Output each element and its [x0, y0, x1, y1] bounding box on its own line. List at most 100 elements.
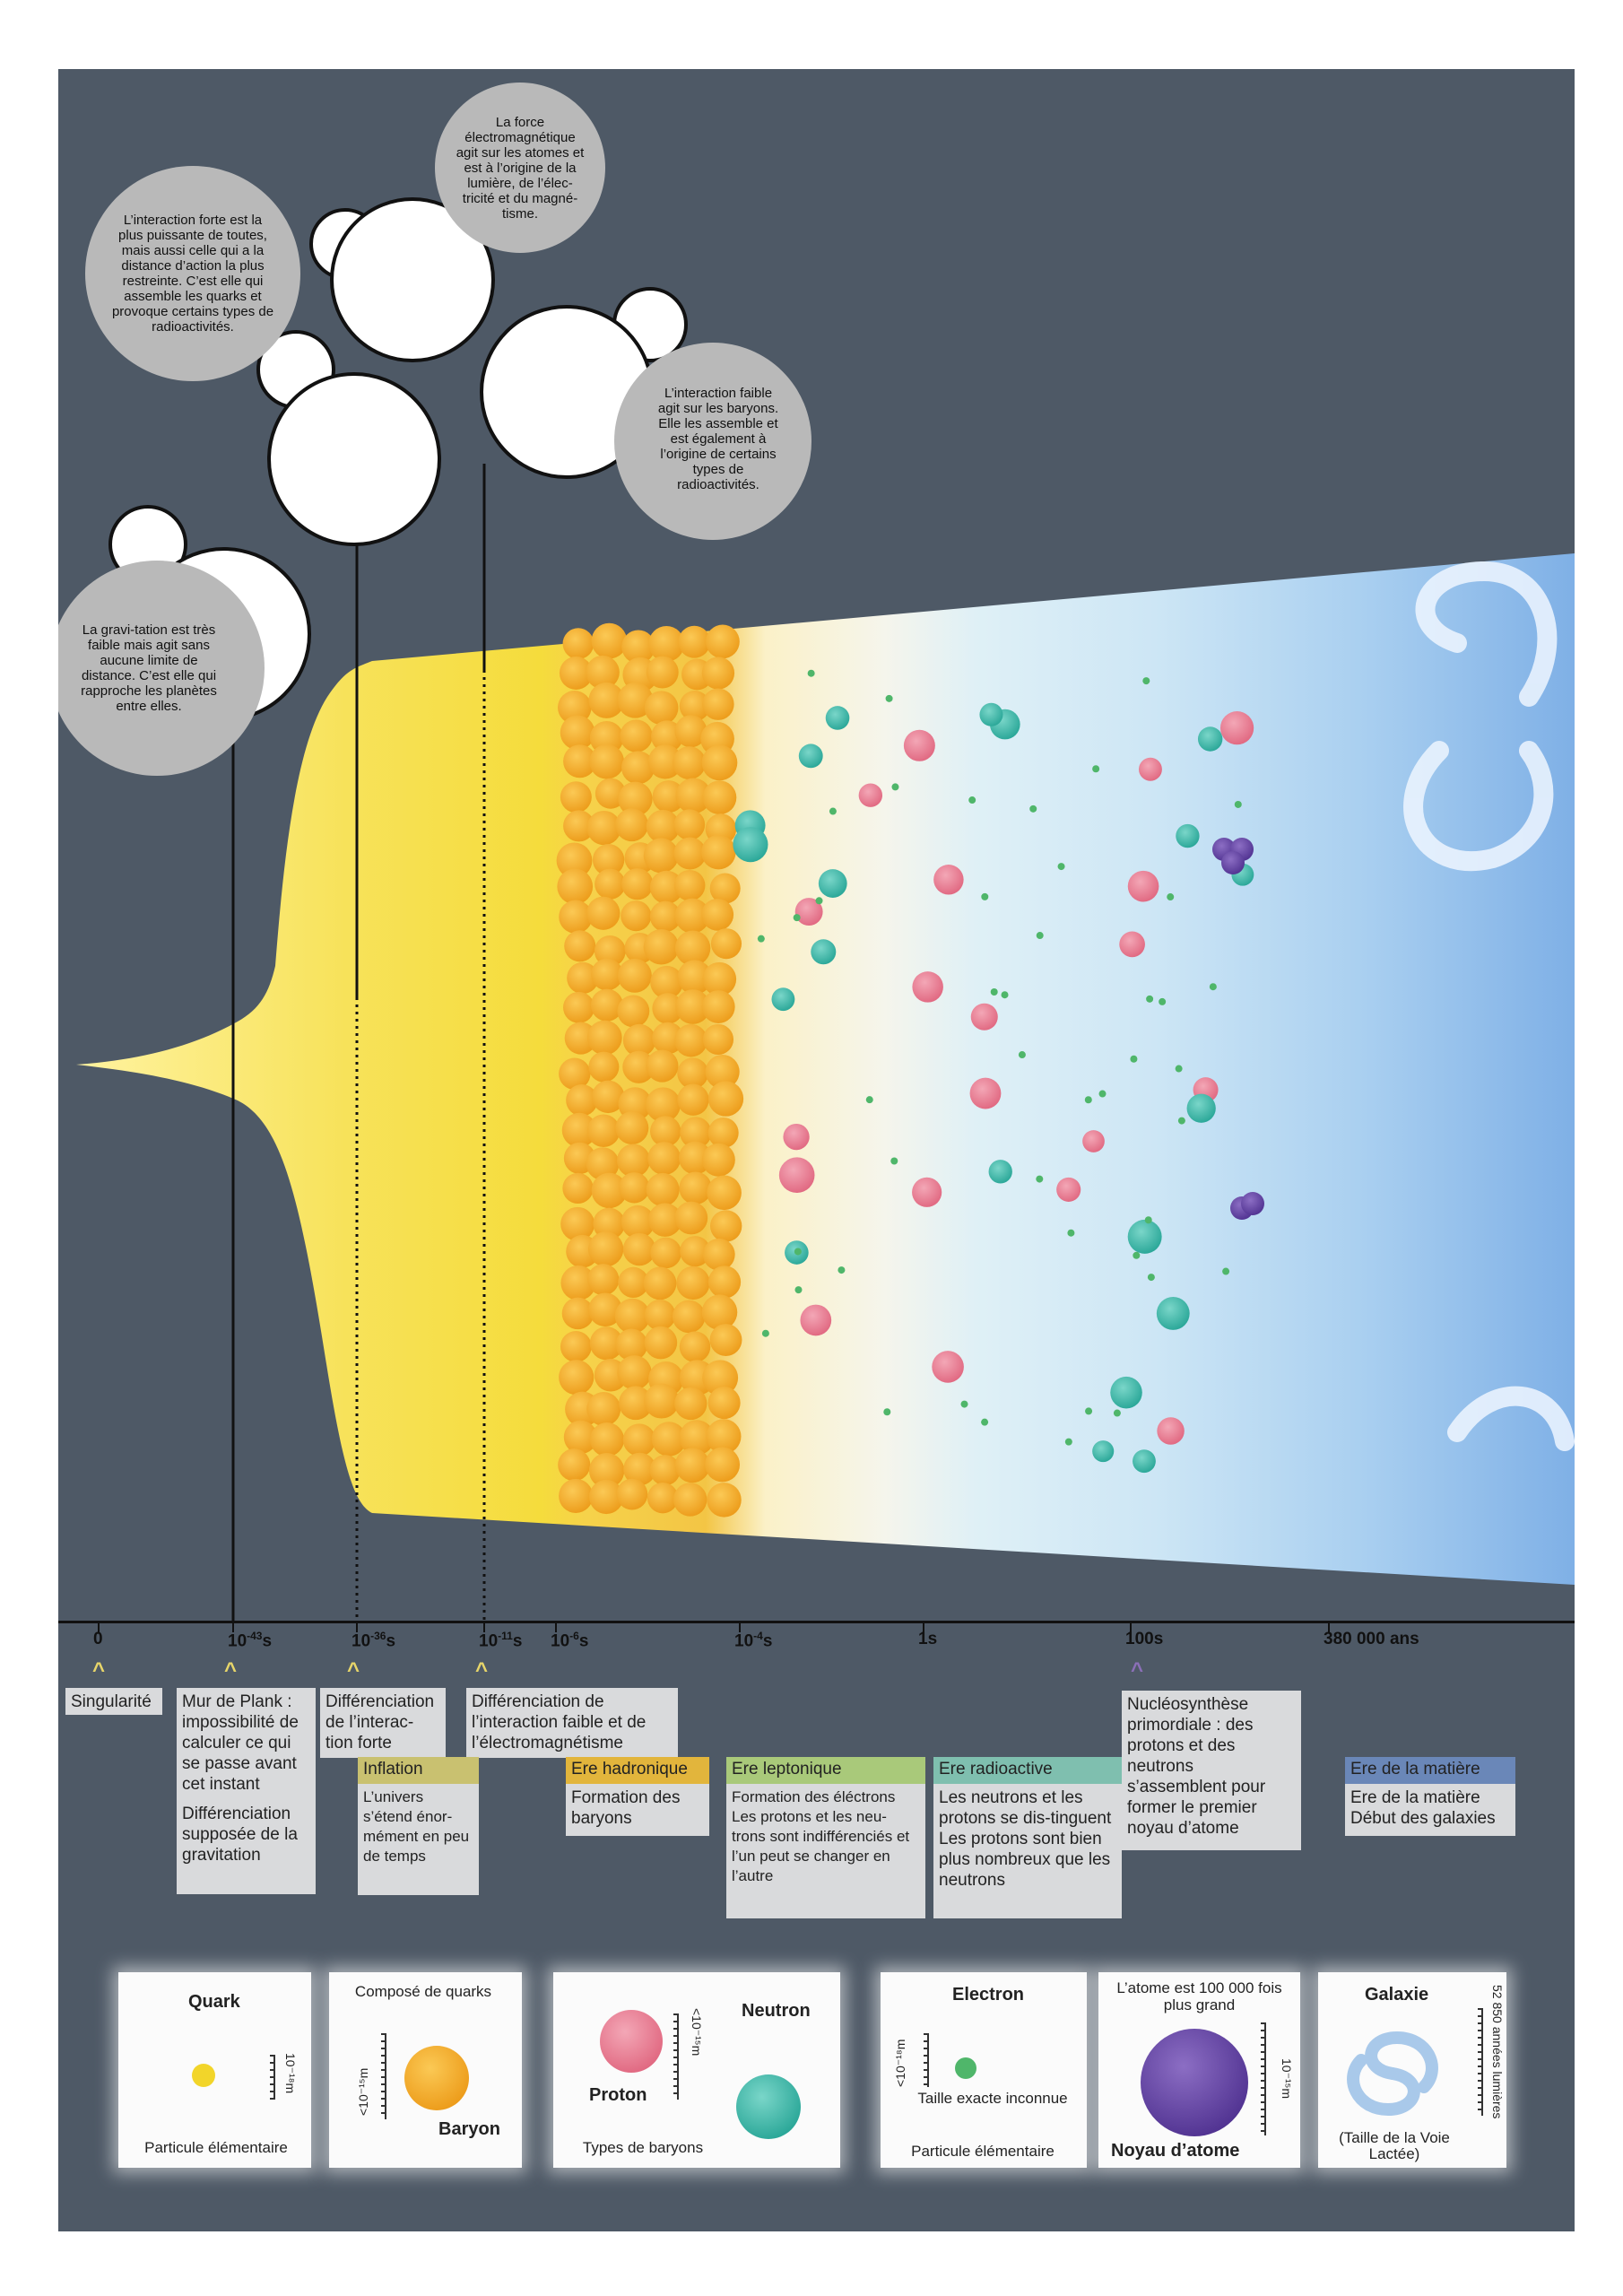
baryon-dot	[672, 1300, 706, 1334]
baryon-dot	[679, 1331, 711, 1362]
nucleo-box: Nucléosynthèse primordiale : des protons…	[1122, 1691, 1301, 1850]
baryon-dot	[622, 1423, 656, 1457]
neutron-dot	[811, 939, 837, 965]
baryon-dot	[586, 810, 621, 846]
baryon-dot	[618, 1266, 649, 1298]
era-inflation-header: Inflation	[358, 1757, 479, 1784]
timeline-tick	[98, 1622, 100, 1632]
neutron-dot	[1197, 726, 1223, 752]
plank-marker-icon: ^	[224, 1658, 238, 1683]
faible-label: Différenciation de l’interaction faible …	[472, 1692, 647, 1752]
era-matiere-header: Ere de la matière	[1345, 1757, 1515, 1784]
baryon-dot	[643, 1266, 677, 1300]
neutron-dot	[1127, 1219, 1162, 1254]
baryon-dot	[707, 1265, 742, 1299]
baryon-dot	[646, 1172, 680, 1206]
baryon-dot	[615, 1328, 648, 1361]
baryon-dot	[677, 960, 712, 995]
forte-bubble: L’interaction forte est la plus puissant…	[85, 166, 300, 381]
electron-dot	[1084, 1096, 1092, 1104]
timeline-tick	[923, 1622, 924, 1632]
baryon-dot	[621, 900, 652, 932]
era-radioactive-header: Ere radioactive	[933, 1757, 1122, 1784]
baryon-dot	[615, 808, 648, 842]
electron-dot	[1036, 1175, 1044, 1183]
universe-expansion-shape	[76, 553, 1575, 1585]
electron-dot	[960, 1400, 968, 1408]
baryon-dot	[621, 1205, 655, 1239]
baryon-dot	[674, 1448, 710, 1483]
legend-nucleus: L’atome est 100 000 fois plus grand 10⁻¹…	[1098, 1972, 1300, 2168]
legend-electron: Electron <10⁻¹⁸m Taille exacte inconnue …	[881, 1972, 1087, 2168]
baryon-dot	[707, 1387, 741, 1420]
baryon-dot	[619, 1386, 653, 1421]
neutron-dot	[733, 827, 768, 863]
baryon-dot	[650, 1237, 681, 1269]
proton-dot	[1219, 711, 1254, 745]
baryon-dot	[564, 930, 596, 962]
timeline-tick	[232, 1622, 234, 1632]
forte-marker-icon: ^	[347, 1658, 360, 1683]
baryon-dot	[705, 1054, 740, 1090]
timeline-tick-label: 380 000 ans	[1324, 1630, 1419, 1648]
baryon-dot	[674, 930, 711, 966]
baryon-dot	[616, 1478, 648, 1510]
era-leptonique-header: Ere leptonique	[726, 1757, 925, 1784]
proton-dot	[794, 898, 823, 926]
baryon-dot	[707, 1081, 744, 1117]
baryon-dot	[620, 719, 653, 752]
baryon-dot	[559, 1057, 591, 1090]
galaxy-icon	[1347, 2031, 1438, 2117]
proton-dot	[932, 1351, 964, 1383]
baryon-dot	[709, 1324, 742, 1356]
legend-baryon: Composé de quarks <10⁻¹⁵m Baryon	[329, 1972, 522, 2168]
faible-box: Différenciation de l’interaction faible …	[466, 1688, 678, 1758]
timeline-tick	[356, 1622, 358, 1632]
proton-dot	[800, 1304, 832, 1336]
neutron-dot	[1176, 823, 1200, 848]
baryon-dot	[646, 1049, 679, 1083]
baryon-dot	[701, 990, 735, 1023]
baryon-dot	[646, 809, 681, 844]
electron-dot	[829, 807, 837, 815]
baryon-dot	[586, 896, 621, 930]
baryon-dot	[701, 1294, 738, 1330]
baryon-dot	[678, 625, 711, 658]
electron-dot	[1064, 1438, 1072, 1446]
proton-dot	[783, 1123, 810, 1151]
baryon-dot	[591, 1172, 628, 1209]
baryon-dot	[560, 1331, 592, 1362]
baryon-dot	[563, 744, 597, 778]
proton-dot	[933, 865, 964, 895]
baryon-dot	[702, 688, 734, 720]
plank-text-1: Mur de Plank : impossibilité de calculer…	[182, 1692, 299, 1794]
baryon-dot	[701, 744, 738, 781]
particle-field	[733, 669, 1264, 1474]
proton-dot	[969, 1077, 1002, 1109]
timeline-tick-label: 10-36s	[352, 1630, 396, 1651]
baryon-dot	[561, 1112, 597, 1148]
gravitation-text: La gravi-tation est très faible mais agi…	[81, 622, 217, 714]
baryon-dot	[646, 1087, 681, 1123]
baryon-dot	[594, 935, 626, 967]
baryon-dot	[643, 838, 679, 874]
baryon-dot	[559, 1360, 595, 1396]
baryon-dot	[710, 928, 742, 960]
electron-dot	[981, 1418, 989, 1426]
galaxy-swirl-icon	[1403, 561, 1575, 1451]
baryon-dot	[557, 868, 594, 905]
electron-dot	[1001, 991, 1009, 999]
baryon-dot	[561, 1297, 595, 1330]
timeline-tick-label: 1s	[918, 1630, 938, 1648]
electron-dot	[1085, 1407, 1093, 1415]
baryon-dot	[562, 628, 595, 659]
timeline-tick-label: 10-6s	[551, 1630, 589, 1651]
baryon-dot	[646, 656, 679, 689]
baryon-dot	[621, 630, 655, 664]
baryon-dot	[652, 780, 685, 813]
baryon-dot	[648, 625, 685, 662]
baryon-dot	[702, 1238, 735, 1271]
neutron-dot	[818, 869, 847, 898]
electron-dot	[1067, 1229, 1075, 1237]
timeline-axis	[58, 1621, 1575, 1623]
